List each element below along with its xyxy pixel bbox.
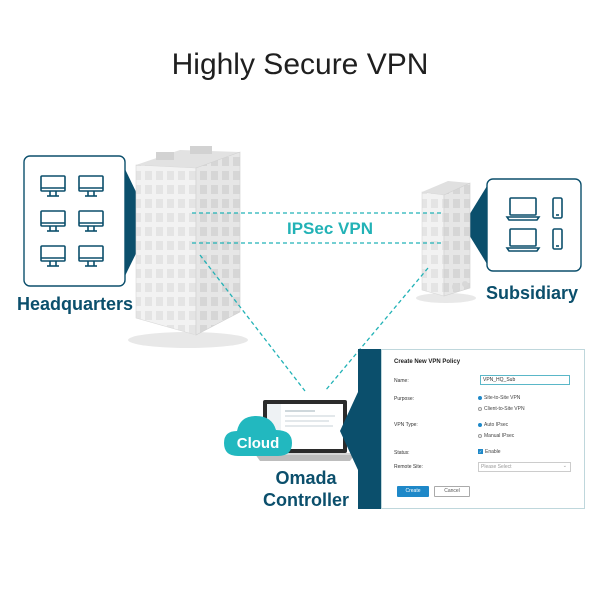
subsidiary-building — [416, 181, 476, 303]
headquarters-building — [128, 146, 248, 348]
dialog-title: Create New VPN Policy — [394, 359, 461, 365]
desktop-monitor-icon — [78, 245, 104, 267]
policy-name-input[interactable]: VPN_HQ_Sub — [480, 375, 570, 385]
radio-selected-icon — [478, 395, 482, 400]
smartphone-icon — [552, 228, 563, 250]
smartphone-icon — [552, 197, 563, 219]
remote-site-select[interactable]: Please Select ⌄ — [478, 462, 571, 472]
checkbox-checked-icon: ✓ — [478, 449, 483, 455]
cloud-label: Cloud — [237, 435, 280, 452]
controller-label-line2: Controller — [263, 490, 349, 510]
cloud-icon — [224, 416, 292, 456]
panel-pointer — [463, 186, 487, 264]
desktop-monitor-icon — [40, 210, 66, 232]
radio-selected-icon — [478, 422, 482, 427]
vpn-type-option-manual[interactable]: Manual IPsec — [478, 433, 514, 439]
chevron-down-icon: ⌄ — [562, 463, 567, 469]
name-label: Name: — [394, 378, 409, 384]
headquarters-label: Headquarters — [17, 294, 133, 314]
cancel-button[interactable]: Cancel — [434, 486, 470, 497]
controller-label-line1: Omada — [275, 468, 337, 488]
purpose-option-site-to-site[interactable]: Site-to-Site VPN — [478, 395, 520, 401]
vpn-tunnel-lines — [192, 212, 442, 392]
policy-panel-pointer — [340, 349, 382, 509]
purpose-label: Purpose: — [394, 396, 415, 402]
ipsec-vpn-label: IPSec VPN — [287, 219, 373, 238]
subsidiary-device-panel — [463, 178, 582, 272]
page-title: Highly Secure VPN — [171, 48, 429, 81]
desktop-monitor-icon — [40, 245, 66, 267]
status-enable-checkbox[interactable]: ✓Enable — [478, 449, 501, 455]
create-button[interactable]: Create — [397, 486, 429, 497]
vpn-policy-dialog: Create New VPN Policy Name: VPN_HQ_Sub P… — [381, 349, 585, 509]
desktop-monitor-icon — [40, 175, 66, 197]
status-label: Status: — [394, 450, 410, 456]
remote-site-label: Remote Site: — [394, 464, 423, 470]
desktop-monitor-icon — [78, 175, 104, 197]
radio-unselected-icon — [478, 433, 482, 438]
radio-unselected-icon — [478, 406, 482, 411]
laptop-icon — [505, 197, 541, 221]
laptop-icon — [505, 228, 541, 252]
purpose-option-client-to-site[interactable]: Client-to-Site VPN — [478, 406, 525, 412]
subsidiary-label: Subsidiary — [486, 283, 578, 303]
desktop-monitor-icon — [78, 210, 104, 232]
vpn-type-option-auto[interactable]: Auto IPsec — [478, 422, 508, 428]
vpn-type-label: VPN Type: — [394, 422, 418, 428]
